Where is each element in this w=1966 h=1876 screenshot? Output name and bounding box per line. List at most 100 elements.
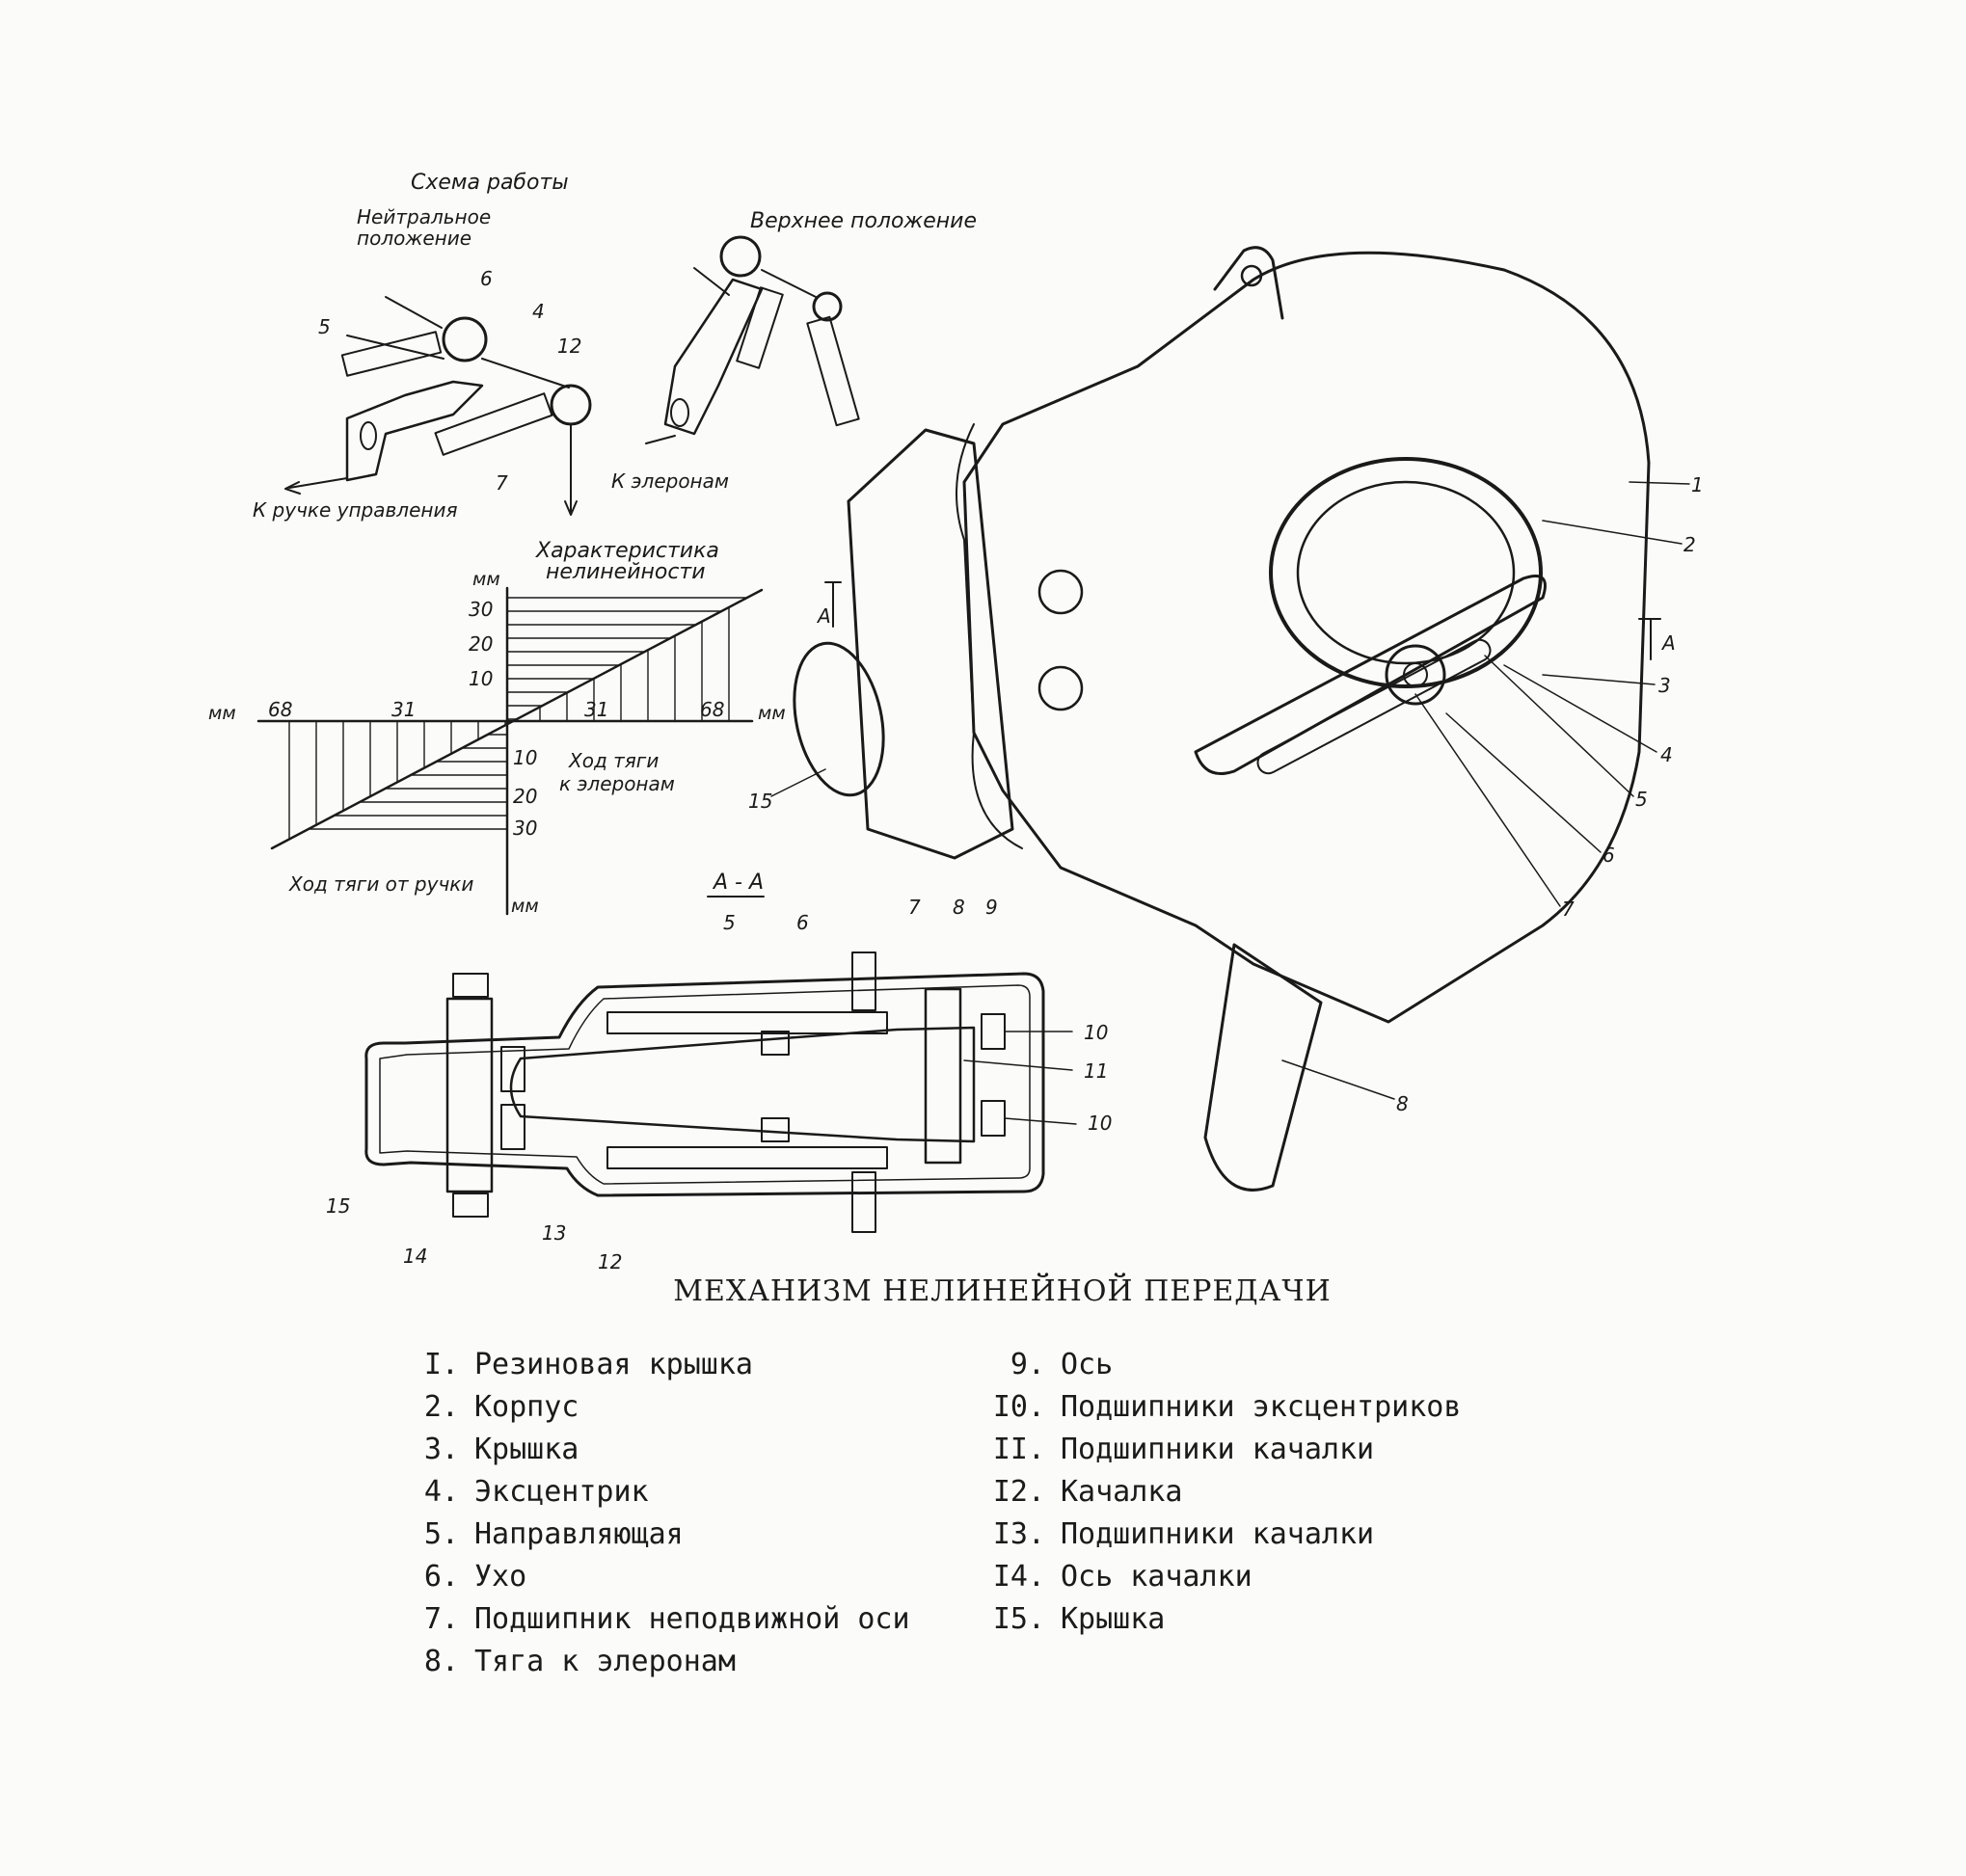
legend-text: Подшипники эксцентриков <box>1061 1390 1462 1424</box>
stick-rod <box>288 477 348 489</box>
legend-item: 9. Ось <box>989 1344 1461 1386</box>
legend-item: I2.Качалка <box>989 1471 1461 1514</box>
scheme-callout-12: 12 <box>557 335 581 358</box>
legend-number: I5. <box>992 1602 1045 1636</box>
legend-item: I5. Крышка <box>989 1598 1461 1641</box>
aileron-rod-8 <box>1203 943 1323 1192</box>
assembly-callout-15: 15 <box>748 790 772 813</box>
opening-15 <box>793 641 885 797</box>
legend-text: Крышка <box>474 1433 579 1466</box>
guide-raised-2 <box>806 315 860 427</box>
legend-number: 9. <box>1010 1348 1045 1381</box>
section-callout-15: 15 <box>326 1194 350 1218</box>
section-callout-9: 9 <box>985 896 998 919</box>
to-ailerons-label: К элеронам <box>611 469 729 493</box>
bottom-screw <box>851 1171 876 1233</box>
y-tick-10-bottom: 10 <box>513 746 537 769</box>
scheme-callout-6: 6 <box>480 267 493 290</box>
legend-text: Крышка <box>1061 1602 1166 1636</box>
to-stick-label: К ручке управления <box>253 498 458 522</box>
neutral-label-line1: Нейтральное <box>357 205 491 228</box>
leader-5 <box>1484 655 1634 797</box>
eccentric-lower <box>550 384 592 426</box>
chart-hatching <box>288 597 748 841</box>
scheme-callout-7: 7 <box>496 471 508 495</box>
x-unit-right: мм <box>758 703 786 724</box>
eccentric-upper-raised <box>719 235 762 278</box>
assembly-callout-2: 2 <box>1683 533 1696 556</box>
eccentric-4 <box>1296 480 1516 665</box>
scheme-title: Схема работы <box>411 171 569 195</box>
section-callout-14: 14 <box>403 1245 427 1268</box>
legend-text: Качалка <box>1061 1475 1183 1509</box>
bearing-10-top <box>981 1013 1006 1050</box>
stick-arrow <box>284 481 301 495</box>
guide-lower <box>606 1146 888 1169</box>
stick-rod-raised <box>645 435 676 444</box>
scheme-callout-4: 4 <box>532 300 545 323</box>
legend-text: Ось <box>1061 1348 1114 1381</box>
bearing-6-bottom <box>761 1117 790 1142</box>
eccentric-lower-raised <box>812 291 843 322</box>
legend-text: Эксцентрик <box>474 1475 649 1509</box>
working-scheme: Схема работы Нейтральное положение Верхн… <box>253 171 977 522</box>
section-callout-10-bottom: 10 <box>1088 1112 1112 1135</box>
x-tick-68-left: 68 <box>268 698 292 721</box>
chart-title-line1: Характеристика <box>535 539 719 563</box>
assembly-callout-1: 1 <box>1691 473 1704 496</box>
section-a-a: А - А 5 6 7 8 9 10 11 10 15 14 13 12 <box>326 871 1112 1273</box>
legend-number: 2. <box>423 1390 459 1424</box>
section-callout-8: 8 <box>953 896 965 919</box>
housing-outline <box>364 972 1045 1197</box>
legend-number: I0. <box>992 1390 1045 1424</box>
legend-number: 7. <box>423 1602 459 1636</box>
leader-1 <box>1629 481 1690 485</box>
section-callout-12: 12 <box>598 1250 622 1273</box>
section-mark-right: А <box>1660 631 1676 655</box>
link-raised <box>761 269 817 298</box>
guide-upper <box>606 1011 888 1034</box>
legend-item: I.Резиновая крышка <box>403 1344 910 1386</box>
leader-8 <box>1281 1059 1395 1100</box>
housing-body <box>962 251 1651 1024</box>
leader-15 <box>770 768 826 797</box>
guide-5-arm <box>1194 575 1547 775</box>
axle-head <box>452 973 489 998</box>
leader-4 <box>1503 664 1657 753</box>
upper-linkage <box>645 235 860 444</box>
ground-hatch <box>385 296 443 329</box>
bearing-7-hub <box>1403 662 1428 687</box>
y-tick-30-bottom: 30 <box>513 817 537 840</box>
nonlinearity-chart: Характеристика нелинейности мм мм мм мм … <box>208 539 786 917</box>
guide-slot-assembly <box>1256 638 1492 775</box>
legend-item: 2.Корпус <box>403 1386 910 1429</box>
legend-item: 5. Направляющая <box>403 1514 910 1556</box>
legend-text: Ось качалки <box>1061 1560 1252 1594</box>
boss-upper <box>1037 569 1084 615</box>
rocker-raised <box>663 278 764 436</box>
legend-item: I3.Подшипники качалки <box>989 1514 1461 1556</box>
axle-9 <box>924 987 962 1165</box>
leader-11 <box>963 1059 1073 1071</box>
section-callout-13: 13 <box>542 1221 566 1245</box>
chart-title-line2: нелинейности <box>546 560 706 584</box>
bearing-13-top <box>500 1046 525 1092</box>
stick-travel-label: Ход тяги от ручки <box>288 872 473 896</box>
neutral-linkage: 5 6 4 12 7 К ручке управления К элеронам <box>253 267 729 522</box>
legend-item: 3.Крышка <box>403 1429 910 1471</box>
legend-number: 5. <box>423 1517 459 1551</box>
mount-lug-hole <box>1240 264 1263 287</box>
legend-item: 7.Подшипник неподвижной оси <box>403 1598 910 1641</box>
y-tick-10-top: 10 <box>469 667 493 690</box>
legend-text: Направляющая <box>474 1517 684 1551</box>
section-callout-5: 5 <box>723 911 736 934</box>
x-tick-31-left: 31 <box>391 698 416 721</box>
leader-2 <box>1542 520 1683 545</box>
mount-lug <box>1213 246 1284 320</box>
bearing-6-top <box>761 1031 790 1056</box>
legend-text: Резиновая крышка <box>474 1348 753 1381</box>
legend-item: II.Подшипники качалки <box>989 1429 1461 1471</box>
axle-nut <box>452 1193 489 1218</box>
legend-item: I0. Подшипники эксцентриков <box>989 1386 1462 1429</box>
